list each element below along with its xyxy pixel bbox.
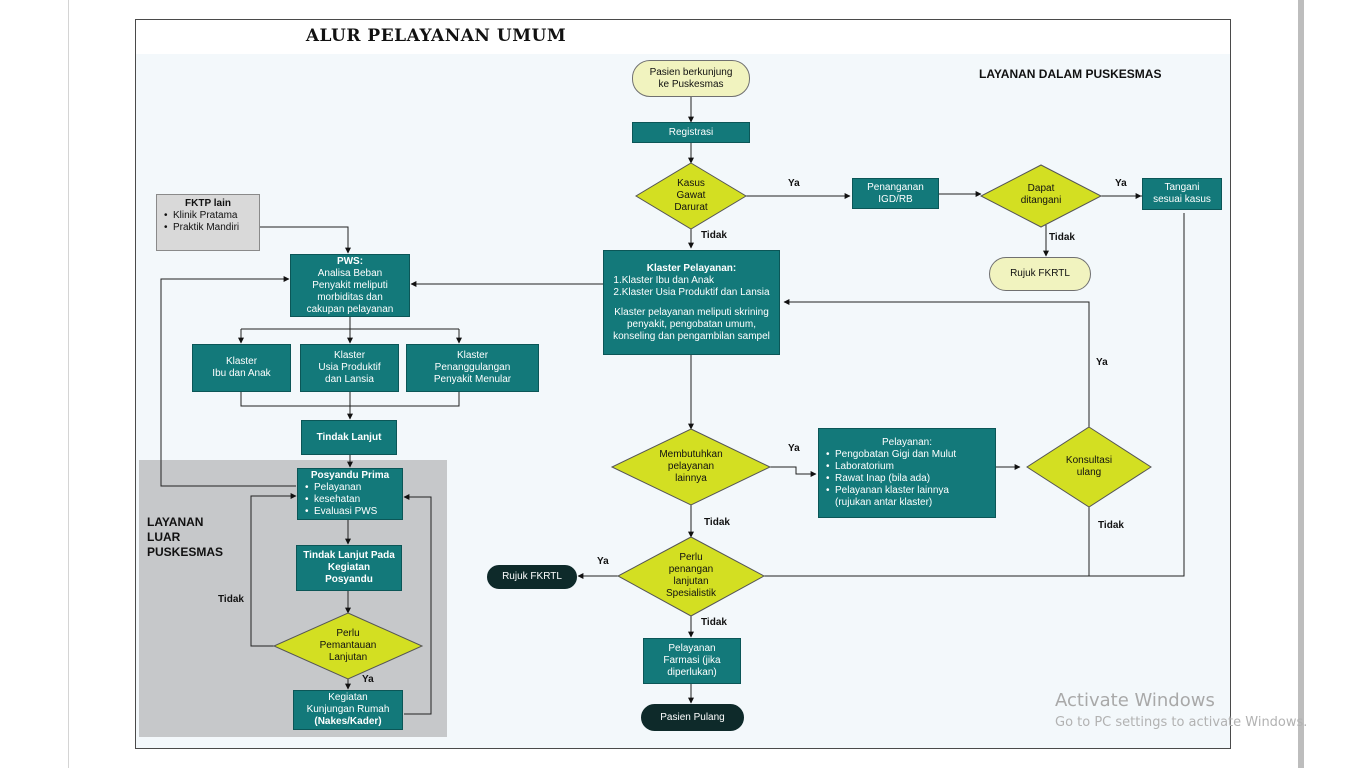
document-margin <box>1304 0 1366 768</box>
activate-windows-watermark: Activate Windows <box>1055 690 1215 711</box>
document-left-edge <box>68 0 69 768</box>
fktp-box: FKTP lain Klinik Pratama Praktik Mandiri <box>156 194 260 251</box>
edge-label-tidak-monitoring: Tidak <box>218 594 244 605</box>
decision-specialist <box>616 536 766 617</box>
flowchart-figure: ALUR PELAYANAN UMUM <box>135 19 1231 749</box>
follow-up-box: Tindak Lanjut <box>301 420 397 455</box>
cluster-service-box: Klaster Pelayanan: 1.Klaster Ibu dan Ana… <box>603 250 780 355</box>
flowchart-title: ALUR PELAYANAN UMUM <box>305 26 567 46</box>
registration-box: Registrasi <box>632 122 750 143</box>
title-strip: ALUR PELAYANAN UMUM <box>136 20 1230 54</box>
decision-emergency <box>635 162 747 230</box>
other-services-box: Pelayanan: Pengobatan Gigi dan Mulut Lab… <box>818 428 996 518</box>
edge-label-ya-other: Ya <box>788 443 800 454</box>
decision-monitoring <box>272 612 424 680</box>
section-outside-label: LAYANAN LUAR PUSKESMAS <box>147 515 224 559</box>
section-inside-label: LAYANAN DALAM PUSKESMAS <box>979 67 1162 81</box>
edge-label-ya-fkrtl: Ya <box>597 556 609 567</box>
decision-reconsult <box>1026 426 1152 508</box>
document-scroll-edge <box>1298 0 1304 768</box>
go-home-terminal: Pasien Pulang <box>641 704 744 731</box>
edge-label-ya-handle: Ya <box>1115 178 1127 189</box>
decision-needs-other <box>610 428 772 506</box>
posyandu-box: Posyandu Prima Pelayanan kesehatan Evalu… <box>297 468 403 520</box>
edge-label-ya-monitoring: Ya <box>362 674 374 685</box>
refer-fkrtl-bottom: Rujuk FKRTL <box>487 565 577 589</box>
other-services-list: Pengobatan Gigi dan Mulut Laboratorium R… <box>825 449 956 497</box>
edge-label-tidak-emergency: Tidak <box>701 230 727 241</box>
edge-label-tidak-specialist: Tidak <box>701 617 727 628</box>
refer-fkrtl-top: Rujuk FKRTL <box>989 257 1091 291</box>
edge-label-ya-igd: Ya <box>788 178 800 189</box>
edge-label-tidak-handle: Tidak <box>1049 232 1075 243</box>
decision-can-handle <box>979 164 1103 228</box>
edge-label-tidak-reconsult: Tidak <box>1098 520 1124 531</box>
activate-windows-hint: Go to PC settings to activate Windows. <box>1055 715 1308 730</box>
edge-label-ya-reconsult: Ya <box>1096 357 1108 368</box>
edge-label-tidak-other: Tidak <box>704 517 730 528</box>
connector-lines <box>160 97 1185 715</box>
